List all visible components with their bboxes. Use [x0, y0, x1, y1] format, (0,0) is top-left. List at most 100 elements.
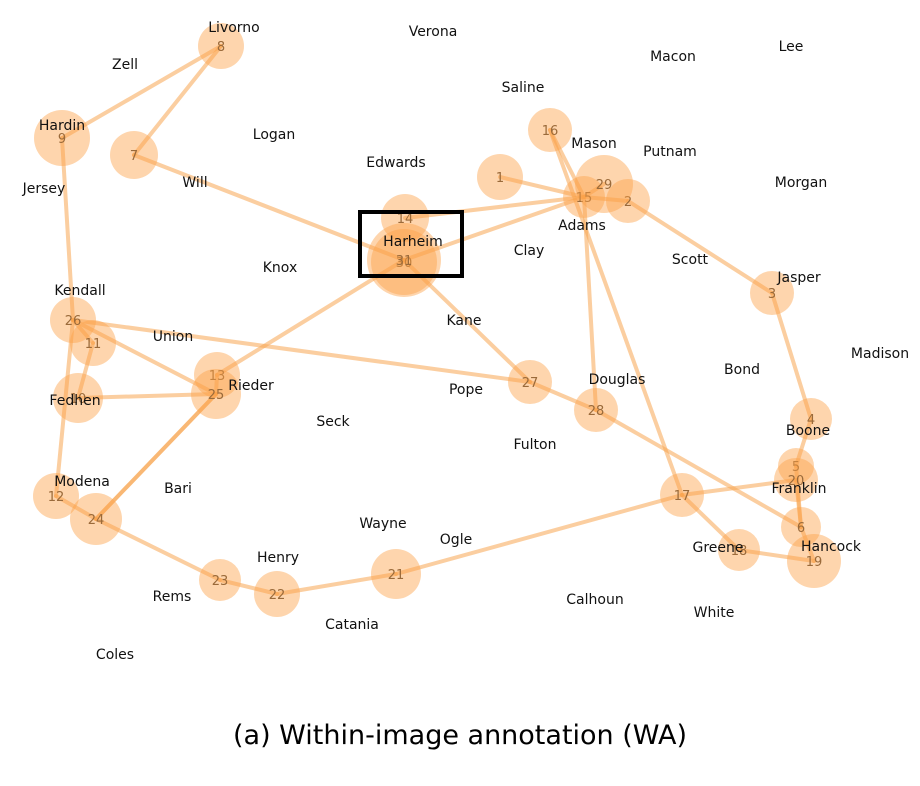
stop-circle-7	[110, 131, 158, 179]
place-label-henry: Henry	[257, 550, 299, 566]
stop-marker-20[interactable]: 20	[774, 458, 818, 502]
place-label-jersey: Jersey	[22, 181, 66, 197]
stop-marker-10[interactable]: 10	[53, 373, 103, 423]
route-segment-16-17	[548, 128, 684, 497]
stop-marker-5[interactable]: 5	[778, 448, 814, 484]
place-label-kendall: Kendall	[54, 283, 105, 299]
route-segment-11-10	[76, 341, 95, 400]
stop-marker-27[interactable]: 27	[508, 360, 552, 404]
stop-circle-15	[563, 176, 605, 218]
stop-marker-15[interactable]: 15	[563, 176, 605, 218]
stop-marker-1[interactable]: 1	[477, 154, 523, 200]
harheim-highlight-box	[358, 210, 464, 278]
stop-circle-13	[194, 352, 240, 398]
stop-marker-4[interactable]: 4	[790, 398, 832, 440]
stop-circle-9	[34, 110, 90, 166]
stop-number-14: 14	[397, 212, 414, 227]
stop-number-28: 28	[588, 404, 605, 419]
place-label-calhoun: Calhoun	[566, 592, 623, 608]
route-segment-8-9	[60, 44, 223, 140]
stop-number-12: 12	[48, 490, 65, 505]
route-segment-12-24	[54, 494, 98, 521]
place-label-fulton: Fulton	[514, 437, 557, 453]
route-segment-13-31	[215, 258, 406, 377]
stop-number-5: 5	[792, 460, 800, 475]
stop-marker-13[interactable]: 13	[194, 352, 240, 398]
stop-number-16: 16	[542, 124, 559, 139]
route-segment-17-18	[680, 493, 741, 552]
place-label-saline: Saline	[502, 80, 545, 96]
place-label-logan: Logan	[253, 127, 295, 143]
route-segment-31-15	[402, 195, 586, 262]
stop-number-25: 25	[208, 388, 225, 403]
stop-number-3: 3	[768, 287, 776, 302]
stop-circle-4	[790, 398, 832, 440]
stop-circle-11	[70, 320, 116, 366]
stop-marker-21[interactable]: 21	[371, 549, 421, 599]
route-segment-22-21	[275, 572, 398, 596]
place-label-bond: Bond	[724, 362, 760, 378]
stop-circle-20	[774, 458, 818, 502]
route-segment-7-31	[132, 153, 406, 262]
stop-circle-10	[53, 373, 103, 423]
place-label-greene: Greene	[692, 540, 743, 556]
stop-number-19: 19	[806, 555, 823, 570]
stop-marker-12[interactable]: 12	[33, 473, 79, 519]
stop-marker-29[interactable]: 29	[575, 155, 633, 213]
stop-marker-31[interactable]: 31	[367, 223, 441, 297]
stop-marker-23[interactable]: 23	[199, 559, 241, 601]
stop-circle-31	[367, 223, 441, 297]
place-label-kane: Kane	[447, 313, 482, 329]
place-label-boone: Boone	[786, 423, 830, 439]
stop-marker-17[interactable]: 17	[660, 473, 704, 517]
route-segment-21-17	[394, 493, 684, 576]
place-label-wayne: Wayne	[359, 516, 406, 532]
stop-number-1: 1	[496, 171, 504, 186]
stop-circle-28	[574, 388, 618, 432]
stop-marker-24[interactable]: 24	[70, 493, 122, 545]
stop-number-30: 30	[396, 256, 413, 271]
stop-circle-22	[254, 571, 300, 617]
stop-marker-16[interactable]: 16	[528, 108, 572, 152]
stop-circle-24	[70, 493, 122, 545]
stop-marker-25[interactable]: 25	[191, 369, 241, 419]
stop-circle-8	[198, 23, 244, 69]
stop-number-4: 4	[807, 413, 815, 428]
stop-marker-11[interactable]: 11	[70, 320, 116, 366]
stop-circle-1	[477, 154, 523, 200]
stop-number-15: 15	[576, 191, 593, 206]
stop-marker-22[interactable]: 22	[254, 571, 300, 617]
stop-circle-19	[787, 534, 841, 588]
route-segment-31-27	[402, 258, 532, 384]
stop-circle-6	[781, 507, 821, 547]
stop-marker-14[interactable]: 14	[381, 194, 429, 242]
stop-marker-18[interactable]: 18	[718, 529, 760, 571]
stop-marker-7[interactable]: 7	[110, 131, 158, 179]
place-label-pope: Pope	[449, 382, 483, 398]
stop-number-27: 27	[522, 376, 539, 391]
stop-number-21: 21	[388, 568, 405, 583]
stop-circle-17	[660, 473, 704, 517]
place-label-will: Will	[182, 175, 207, 191]
stop-marker-8[interactable]: 8	[198, 23, 244, 69]
stop-marker-19[interactable]: 19	[787, 534, 841, 588]
place-label-hardin: Hardin	[39, 118, 85, 134]
place-label-livorno: Livorno	[208, 20, 260, 36]
stop-marker-6[interactable]: 6	[781, 507, 821, 547]
stop-marker-28[interactable]: 28	[574, 388, 618, 432]
stop-marker-9[interactable]: 9	[34, 110, 90, 166]
place-label-union: Union	[153, 329, 193, 345]
stop-marker-30[interactable]: 30	[371, 229, 437, 295]
stop-marker-26[interactable]: 26	[50, 297, 96, 343]
route-segment-25-24	[94, 392, 218, 521]
route-segment-15-28	[582, 195, 598, 412]
stop-marker-3[interactable]: 3	[750, 271, 794, 315]
stop-circle-21	[371, 549, 421, 599]
place-label-modena: Modena	[54, 474, 110, 490]
route-segment-8-7	[132, 44, 223, 157]
place-label-lee: Lee	[779, 39, 804, 55]
route-segment-11-26	[71, 318, 95, 345]
stop-marker-2[interactable]: 2	[606, 179, 650, 223]
place-label-rems: Rems	[153, 589, 192, 605]
place-label-hancock: Hancock	[801, 539, 862, 555]
